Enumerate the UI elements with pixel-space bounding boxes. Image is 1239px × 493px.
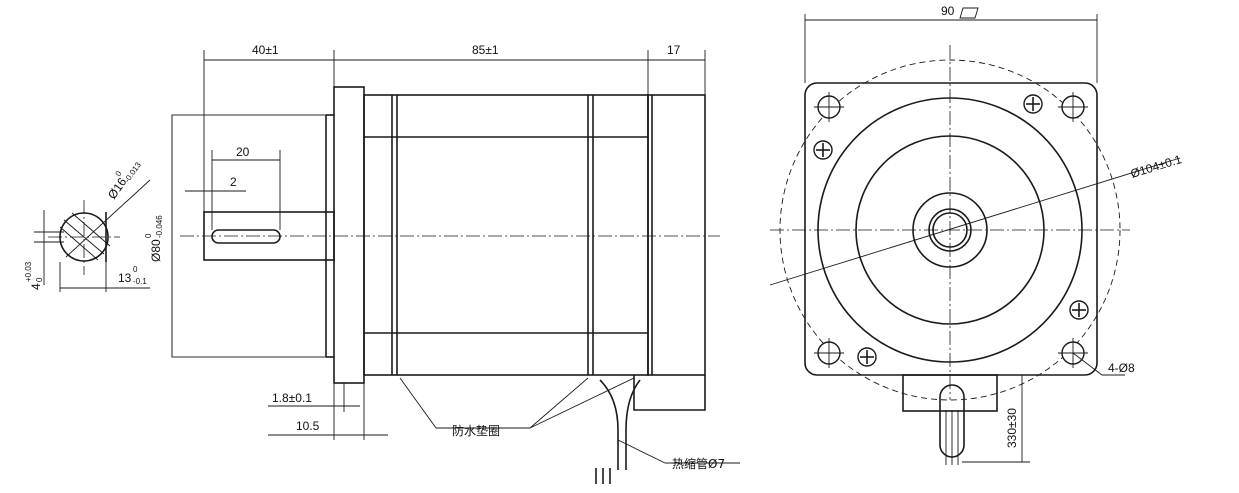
outer-ring — [817, 97, 1083, 363]
dim-key-length: 20 — [236, 145, 250, 159]
cover-screw — [857, 347, 877, 367]
front-view: 90 Ø104±0.1 4-Ø8 330±30 — [769, 4, 1184, 465]
flange — [333, 86, 365, 384]
dim-bolt-circle: Ø104±0.1 — [1129, 152, 1184, 181]
cover-screw — [1023, 94, 1043, 114]
bolt-circle — [779, 59, 1121, 401]
dim-body-length: 85±1 — [472, 43, 499, 57]
dim-pilot-depth: 10.5 — [296, 419, 320, 433]
dim-rear-length: 17 — [667, 43, 681, 57]
note-waterproof-gasket: 防水垫圈 — [452, 423, 500, 438]
bearing-ring — [912, 192, 988, 268]
rear-cap — [647, 94, 706, 376]
shaft-ring — [928, 208, 972, 252]
key-width-upper: +0.03 — [24, 261, 33, 282]
key-width-main: 4 — [29, 283, 43, 290]
cable-block — [902, 374, 998, 412]
shaft-dia-lower: -0.013 — [123, 160, 144, 184]
dim-mount-holes: 4-Ø8 — [1108, 361, 1135, 375]
pilot-dia-main: Ø80 — [149, 239, 163, 262]
flat-upper: 0 — [133, 265, 138, 274]
flat-main: 13 — [118, 271, 132, 285]
pilot-dia-upper: 0 — [144, 233, 153, 238]
dim-shaft-length: 40±1 — [252, 43, 279, 57]
dim-key-offset: 2 — [230, 175, 237, 189]
side-view: 40±1 85±1 17 20 2 Ø80 0 -0.046 1.8±0.1 1… — [144, 43, 740, 484]
dim-flange-thickness: 1.8±0.1 — [272, 391, 312, 405]
cover-screw — [1069, 300, 1089, 320]
pilot-dia-lower: -0.046 — [155, 215, 164, 238]
pilot-ring — [855, 135, 1045, 325]
dim-lead-length: 330±30 — [1005, 408, 1019, 448]
cable — [599, 379, 619, 470]
key-slot — [211, 229, 281, 244]
square-symbol — [959, 7, 979, 19]
flat-lower: -0.1 — [133, 277, 147, 286]
shaft-dia-upper: 0 — [114, 169, 124, 178]
shaft-section: 4 +0.03 0 13 0 -0.1 Ø16 0 -0.013 — [24, 160, 151, 292]
cover-screw — [813, 140, 833, 160]
note-heat-shrink-tube: 热缩管Ø7 — [672, 456, 725, 471]
key-width-lower: 0 — [35, 277, 44, 282]
dim-square-size: 90 — [941, 4, 955, 18]
cable-exit — [633, 375, 706, 411]
